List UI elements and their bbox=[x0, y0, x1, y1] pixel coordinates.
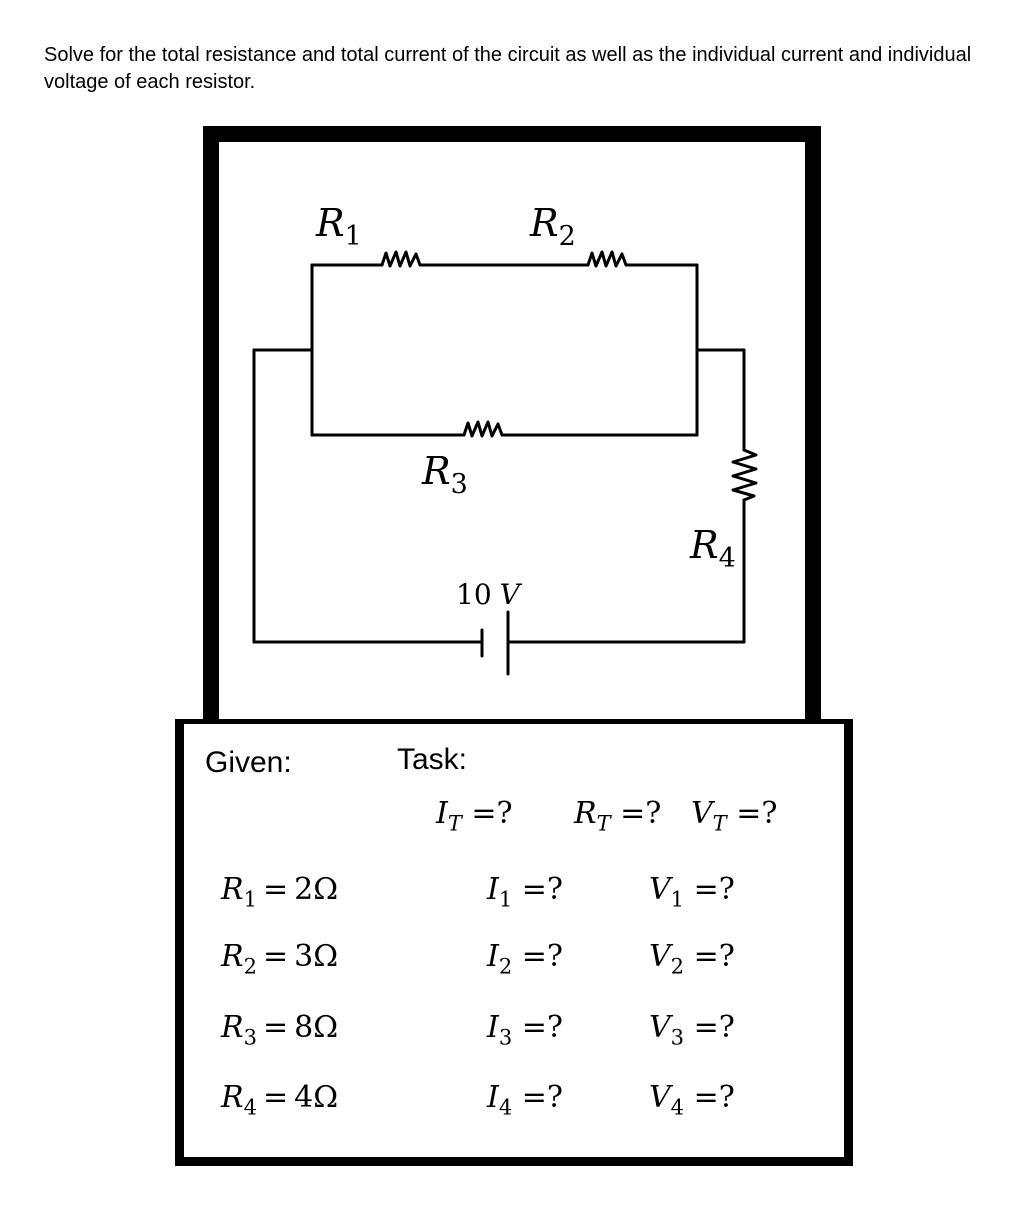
task-current-3: I3 =? bbox=[487, 1010, 564, 1050]
label-r3: R3 bbox=[421, 449, 468, 500]
task-voltage-4: V4 =? bbox=[649, 1080, 735, 1120]
task-current-2: I2 =? bbox=[487, 939, 564, 979]
resistor-r1 bbox=[380, 250, 422, 268]
given-r1: R1=2Ω bbox=[221, 872, 339, 912]
task-total-voltage: VT =? bbox=[691, 796, 778, 836]
given-task-panel: Given: Task: IT =? RT =? VT =? R1=2Ω R2=… bbox=[175, 719, 853, 1166]
given-r3: R3=8Ω bbox=[221, 1010, 339, 1050]
label-r1: R1 bbox=[315, 201, 362, 252]
problem-prompt: Solve for the total resistance and total… bbox=[44, 44, 972, 93]
task-total-current: IT =? bbox=[436, 796, 513, 836]
given-r2: R2=3Ω bbox=[221, 939, 339, 979]
resistor-r2 bbox=[586, 250, 628, 268]
given-label: Given: bbox=[205, 746, 292, 779]
task-voltage-1: V1 =? bbox=[649, 872, 735, 912]
task-current-1: I1 =? bbox=[487, 872, 564, 912]
task-voltage-3: V3 =? bbox=[649, 1010, 735, 1050]
task-current-4: I4 =? bbox=[487, 1080, 564, 1120]
given-r4: R4=4Ω bbox=[221, 1080, 339, 1120]
label-r2: R2 bbox=[529, 201, 576, 252]
task-voltage-2: V2 =? bbox=[649, 939, 735, 979]
task-label: Task: bbox=[397, 743, 468, 776]
resistor-r3 bbox=[462, 420, 504, 438]
resistor-r4 bbox=[731, 448, 758, 502]
task-total-resistance: RT =? bbox=[574, 796, 662, 836]
label-r4: R4 bbox=[689, 523, 736, 574]
